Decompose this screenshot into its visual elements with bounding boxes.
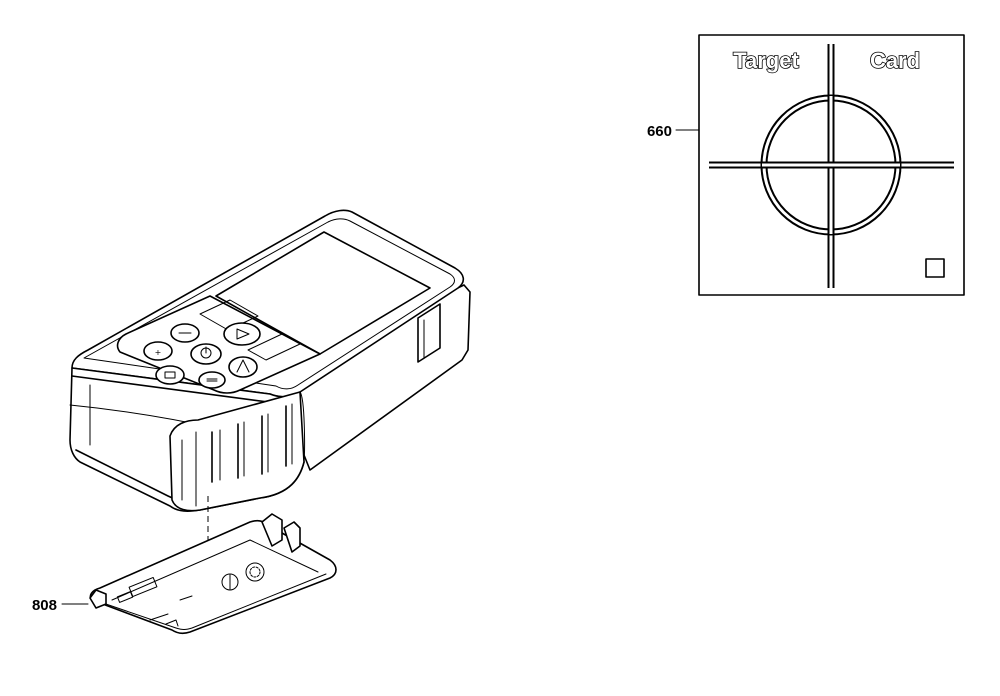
button-measure bbox=[228, 356, 258, 378]
button-plus bbox=[143, 341, 173, 361]
callout-660: 660 bbox=[647, 123, 700, 140]
callout-808: 808 bbox=[32, 597, 89, 614]
button-play bbox=[223, 322, 261, 346]
battery-warning-symbol bbox=[245, 562, 265, 582]
target-card-title-right: Card bbox=[870, 48, 920, 73]
battery-cover bbox=[89, 513, 337, 635]
reflector-square bbox=[925, 258, 945, 278]
button-equal bbox=[198, 371, 226, 389]
battery-polarity-symbol bbox=[221, 573, 239, 591]
callout-808-label: 808 bbox=[32, 597, 57, 614]
keypad-buttons: + bbox=[143, 322, 261, 389]
svg-text:+: + bbox=[155, 348, 162, 357]
target-card: Target Card bbox=[698, 34, 965, 296]
display-window bbox=[215, 231, 431, 355]
callout-660-label: 660 bbox=[647, 123, 672, 140]
button-function bbox=[155, 365, 185, 385]
laser-measure-body: + bbox=[69, 209, 471, 512]
target-card-title-left: Target bbox=[733, 48, 799, 73]
button-power bbox=[190, 343, 222, 365]
